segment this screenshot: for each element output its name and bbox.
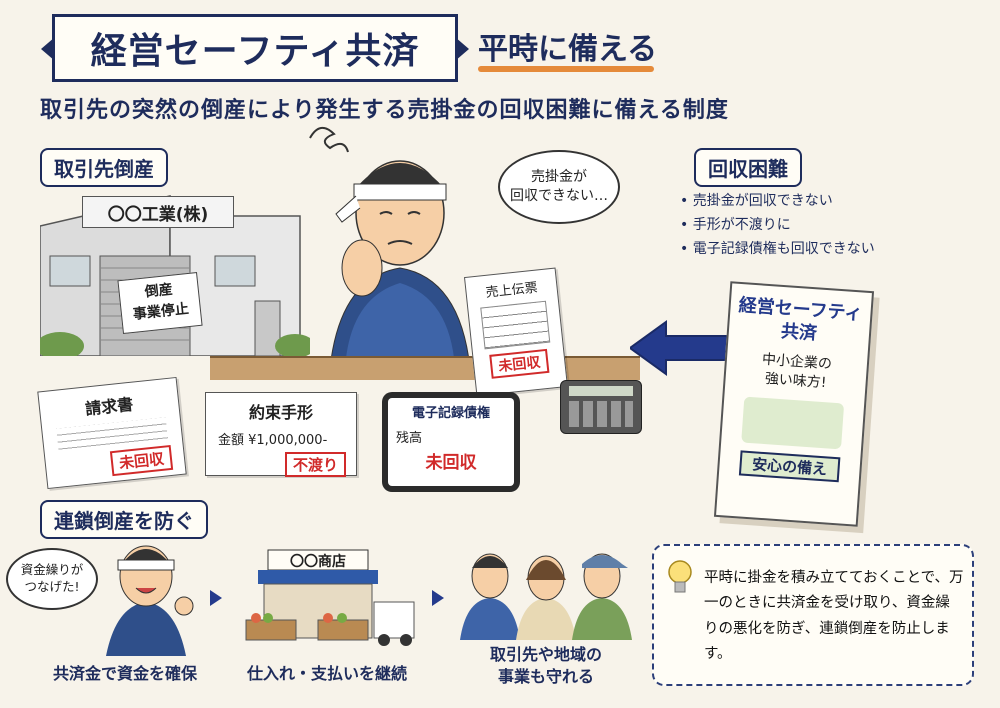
main-title: 経営セーフティ共済 [41, 14, 469, 82]
e-claim-title: 電子記録債権 [411, 406, 490, 421]
e-claim-stamp: 未回収 [425, 453, 477, 473]
subtitle: 平時に備える [478, 32, 658, 67]
lead-text: 取引先の突然の倒産により発生する売掛金の回収困難に備える制度 [40, 98, 729, 123]
sales-slip-title: 売上伝票 [485, 280, 539, 301]
arrow-right-icon [432, 590, 444, 606]
sales-slip-stamp: 未回収 [489, 348, 550, 379]
difficulty-item: 電子記録債権も回収できない [680, 238, 980, 258]
summary-text: 平時に掛金を積み立てておくことで、万一のときに共済金を受け取り、資金繰りの悪化を… [704, 570, 964, 663]
difficulty-item: 売掛金が回収できない [680, 190, 980, 210]
subtitle-underline [478, 66, 654, 72]
e-claim-balance-label: 残高 [396, 431, 423, 446]
mutual-aid-book: 経営セーフティ 共済 中小企業の 強い味方! 安心の備え [713, 281, 875, 527]
community-people [456, 540, 636, 640]
section-tag-bankruptcy: 取引先倒産 [40, 148, 168, 187]
speech-bubble: 資金繰りが つなげた! [6, 548, 98, 610]
invoice-document: 請求書 未回収 [37, 376, 187, 490]
thought-bubble: 売掛金が 回収できない… [498, 150, 620, 224]
bankruptcy-notice: 倒産 事業停止 [117, 271, 203, 335]
handshake-illustration [741, 396, 845, 450]
summary-note: 平時に掛金を積み立てておくことで、万一のときに共済金を受け取り、資金繰りの悪化を… [652, 544, 974, 686]
note-amount: 金額 ¥1,000,000- [218, 433, 328, 448]
note-stamp: 不渡り [284, 452, 346, 477]
sales-slip-table [480, 300, 551, 350]
promissory-note: 約束手形 金額 ¥1,000,000- 不渡り [205, 392, 357, 477]
step2-caption: 仕入れ・支払いを継続 [246, 664, 407, 683]
book-tagline: 中小企業の 強い味方! [761, 351, 833, 392]
difficulty-list: 売掛金が回収できない 手形が不渡りに 電子記録債権も回収できない [680, 186, 980, 262]
section-tag-difficulty: 回収困難 [694, 148, 802, 187]
worried-owner [300, 118, 500, 369]
step1-caption: 共済金で資金を確保 [52, 664, 197, 683]
section-tag-prevent: 連鎖倒産を防ぐ [40, 500, 208, 539]
happy-owner [96, 536, 196, 656]
sales-slip: 売上伝票 未回収 [463, 267, 569, 397]
shop-illustration [238, 540, 418, 648]
step3-caption: 取引先や地域の 事業も守れる [489, 645, 602, 686]
factory-sign: 〇〇工業(株) [82, 196, 234, 228]
note-title: 約束手形 [248, 403, 313, 422]
book-footer: 安心の備え [738, 450, 841, 483]
book-title: 経営セーフティ 共済 [738, 294, 864, 345]
counter [210, 356, 640, 380]
calculator [560, 380, 642, 434]
lightbulb-icon [666, 558, 694, 602]
e-claim-tablet: 電子記録債権 残高 未回収 [382, 392, 520, 492]
difficulty-item: 手形が不渡りに [680, 214, 980, 234]
shop-sign: 〇〇商店 [290, 554, 346, 570]
invoice-stamp: 未回収 [109, 444, 174, 477]
arrow-right-icon [210, 590, 222, 606]
